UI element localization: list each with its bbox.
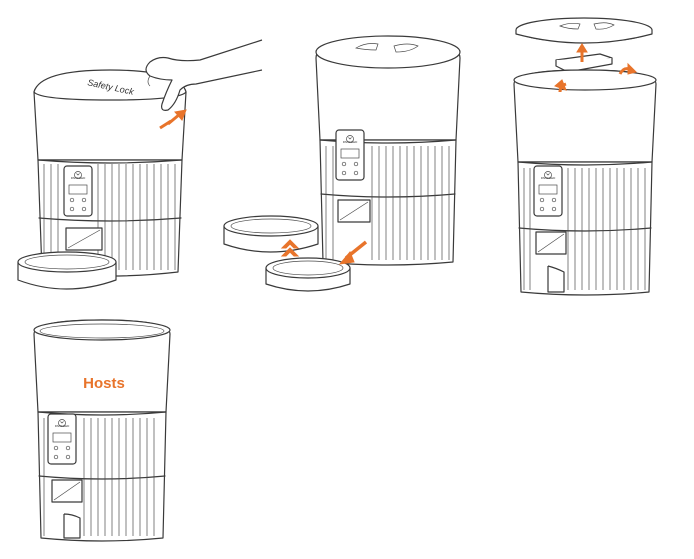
step2-bowl-left <box>223 215 319 253</box>
step1-feeder: PAPIFEED Safety Lock <box>33 69 187 277</box>
step1-ribs <box>43 164 176 270</box>
step2-arrows <box>280 239 368 265</box>
step3-arrows <box>554 43 637 93</box>
step3-control-panel <box>533 165 563 217</box>
step3-safety-lock <box>555 53 613 73</box>
hosts-label: Hosts <box>83 375 125 392</box>
step1-control-panel <box>63 165 93 217</box>
step1-brand-text: PAPIFEED <box>71 176 86 180</box>
step1-arrow <box>159 109 187 130</box>
step3-ribs <box>523 168 646 290</box>
step2-feeder: PAPIFEED <box>315 35 461 266</box>
step3-brand-text: PAPIFEED <box>541 176 556 180</box>
step2-control-panel <box>335 129 365 181</box>
step2-brand-text: PAPIFEED <box>343 140 358 144</box>
step4-feeder: PAPIFEED Hosts <box>33 319 171 542</box>
step4-brand-text: PAPIFEED <box>55 424 70 428</box>
step4-control-panel <box>47 413 77 465</box>
step4-ribs <box>43 418 155 536</box>
step3-lid <box>515 17 653 44</box>
step2-bowl-bottom <box>265 257 351 292</box>
step2-ribs <box>325 146 450 260</box>
step1-bowl <box>17 251 117 290</box>
hand-illustration <box>145 39 263 111</box>
step3-feeder: PAPIFEED <box>513 69 657 296</box>
